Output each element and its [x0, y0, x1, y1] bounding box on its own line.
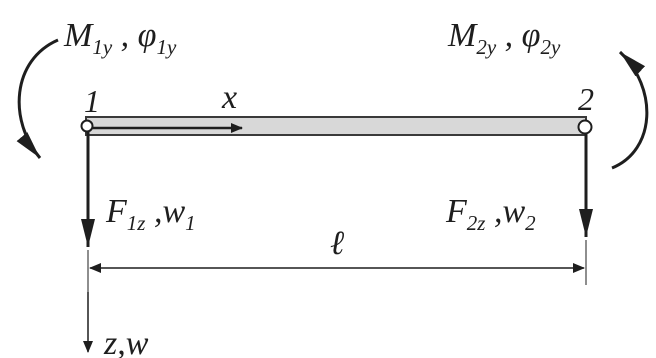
m2-sep: , — [496, 17, 522, 54]
m2-sub: 2y — [476, 35, 497, 59]
moment-1-label: M1y , φ1y — [63, 17, 177, 59]
m1-sep: , — [112, 17, 138, 54]
w1-sub: 1 — [185, 211, 196, 235]
length-label: ℓ — [330, 225, 344, 262]
w1-base: w — [162, 193, 185, 230]
moment-2-label: M2y , φ2y — [447, 17, 561, 59]
node-1-circle — [80, 119, 94, 133]
z-axis-label: z,w — [103, 325, 149, 358]
m1-base: M — [63, 17, 94, 54]
phi1-base: φ — [138, 17, 157, 54]
node-2-label: 2 — [578, 81, 594, 117]
f2-sub: 2z — [467, 211, 486, 235]
node-2-circle — [577, 119, 593, 135]
phi1-sub: 1y — [156, 35, 177, 59]
x-axis-label: x — [221, 79, 237, 116]
m2-base: M — [447, 17, 478, 54]
f1-base: F — [105, 193, 128, 230]
f2-base: F — [445, 193, 468, 230]
moment-2-arrow — [611, 50, 649, 170]
f1-sub: 1z — [127, 211, 146, 235]
phi2-base: φ — [522, 17, 541, 54]
w2-sub: 2 — [525, 211, 536, 235]
f2-sep: , — [485, 193, 502, 230]
f1-sep: , — [145, 193, 162, 230]
w2-base: w — [502, 193, 525, 230]
moment-1-arrow — [16, 38, 59, 159]
beam — [85, 116, 587, 136]
phi2-sub: 2y — [540, 35, 561, 59]
force-2-label: F2z ,w2 — [445, 193, 536, 235]
force-1-label: F1z ,w1 — [105, 193, 196, 235]
node-1-label: 1 — [84, 83, 100, 119]
m1-sub: 1y — [92, 35, 113, 59]
